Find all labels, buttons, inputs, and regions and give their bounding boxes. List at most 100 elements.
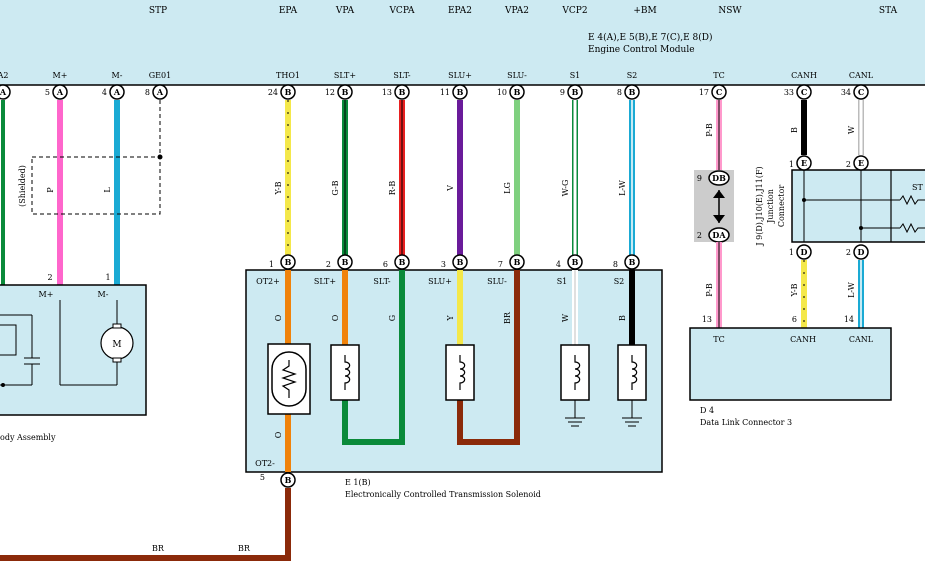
solenoid-connector-pin-7: B <box>509 254 525 270</box>
ecm-connector-tho1: B 24 <box>268 84 296 100</box>
ecm-label-bm: +BM <box>633 6 656 16</box>
svg-text:4: 4 <box>102 88 107 97</box>
wire-label-shielded: (Shielded) <box>18 165 27 207</box>
svg-text:1: 1 <box>269 260 274 269</box>
svg-text:B: B <box>572 257 579 267</box>
wire-label-lg: LG <box>503 182 512 194</box>
svg-text:BR: BR <box>503 311 512 324</box>
svg-text:SLU-: SLU- <box>487 277 507 286</box>
wire-label-b: B <box>790 127 799 133</box>
svg-text:33: 33 <box>784 88 794 97</box>
ecm-connector-s2: B8 <box>617 84 640 100</box>
ecm-term-mplus: M+ <box>53 71 68 80</box>
svg-text:4: 4 <box>556 260 561 269</box>
svg-text:E: E <box>801 158 807 168</box>
jconn-connector-d2: D <box>853 244 869 260</box>
svg-text:10: 10 <box>497 88 507 97</box>
ecm-connector-slu: B10 <box>497 84 525 100</box>
ecm-term-sltplus: SLT+ <box>334 71 356 80</box>
jconn-connector-e2: E <box>853 155 869 171</box>
dlc-term-canl: CANL <box>849 335 874 344</box>
wire-label-v: V <box>446 185 455 192</box>
solenoid-pin-numbers: 1 2 6 3 7 4 8 <box>269 260 618 269</box>
jconn-e2-pin: 2 <box>846 160 851 169</box>
junction-da-connector: DA <box>708 227 730 243</box>
svg-text:34: 34 <box>841 88 851 97</box>
throttle-term-mminus: M- <box>98 290 109 299</box>
shield-junction-dot <box>157 154 163 160</box>
ecm-term-sluplus: SLU+ <box>448 71 472 80</box>
svg-text:24: 24 <box>268 88 278 97</box>
ecm-terminals: A2 M+ M- GE01 THO1 SLT+ SLT- SLU+ SLU- S… <box>0 71 874 80</box>
svg-text:O: O <box>331 314 340 321</box>
svg-text:B: B <box>399 257 406 267</box>
wire-label-rb: R-B <box>388 181 397 196</box>
svg-text:C: C <box>858 87 864 97</box>
ecm-wires <box>1 100 864 285</box>
ecm-term-canh: CANH <box>791 71 817 80</box>
svg-text:2: 2 <box>326 260 331 269</box>
ecm-connector-canl: C 34 <box>841 84 869 100</box>
solenoid-connector-pin-2: B <box>337 254 353 270</box>
ecm-term-tc: TC <box>713 71 724 80</box>
solenoid-coil-s2-icon <box>617 344 647 401</box>
svg-text:D: D <box>801 247 808 257</box>
svg-text:B: B <box>457 257 464 267</box>
svg-text:OT2+: OT2+ <box>256 277 280 286</box>
ecm-term-canl: CANL <box>849 71 874 80</box>
shield-box <box>31 156 161 215</box>
svg-text:B: B <box>618 315 627 321</box>
svg-text:Y: Y <box>446 315 455 322</box>
wire-labels: P L (Shielded) Y-B G-B R-B V LG W-G L-W … <box>18 123 856 207</box>
ecm-term-s1: S1 <box>570 71 581 80</box>
solenoid-connector: E 1(B) <box>345 478 371 487</box>
svg-text:B: B <box>342 87 349 97</box>
ecm-connector-canh: C33 <box>784 84 812 100</box>
ecm-connector-slt: B12 <box>325 84 353 100</box>
svg-text:B: B <box>629 87 636 97</box>
svg-text:B: B <box>285 257 292 267</box>
svg-text:W: W <box>561 313 570 322</box>
solenoid-connector-pin-8: B <box>624 254 640 270</box>
svg-text:B: B <box>285 87 292 97</box>
svg-text:B: B <box>514 257 521 267</box>
ecm-connector-list: E 4(A),E 5(B),E 7(C),E 8(D) <box>588 32 713 43</box>
solenoid-connector-pin-6: B <box>394 254 410 270</box>
ecm-top-labels: STP EPA VPA VCPA EPA2 VPA2 VCP2 +BM NSW … <box>149 6 898 16</box>
ecm-label-epa2: EPA2 <box>448 6 472 16</box>
solenoid-connector-pin-1: B <box>280 254 296 270</box>
dlc-pin-14: 14 <box>844 315 854 324</box>
ecm-term-ge01: GE01 <box>149 71 171 80</box>
throttle-pin-2: 2 <box>47 273 52 282</box>
ecm-label-vpa2: VPA2 <box>504 6 529 16</box>
ecm-connector-m: A4 <box>102 84 125 100</box>
ecm-term-sluminus: SLU- <box>507 71 527 80</box>
motor-icon: M <box>100 323 134 363</box>
throttle-caption: ody Assembly <box>0 433 56 442</box>
motor-label: M <box>112 340 121 350</box>
ecm-label-vpa: VPA <box>335 6 355 16</box>
wire-br-bottom <box>0 488 291 561</box>
wire-label-pb: P-B <box>705 123 714 137</box>
jconn-connector-e1: E <box>796 155 812 171</box>
ecm-label-sta: STA <box>879 6 898 16</box>
ecm-connector-m: A5 <box>45 84 68 100</box>
jconn-internal <box>803 170 925 242</box>
svg-text:A: A <box>0 87 7 97</box>
ecm-connector-ge01: A8 <box>145 84 168 100</box>
ecm-term-s2: S2 <box>627 71 638 80</box>
junction-da-pin: 2 <box>697 231 702 240</box>
solenoid-connector-pin-4: B <box>567 254 583 270</box>
solenoid-connector-pin-3: B <box>452 254 468 270</box>
svg-text:B: B <box>399 87 406 97</box>
svg-text:9: 9 <box>560 88 565 97</box>
ecm-term-sltminus: SLT- <box>393 71 410 80</box>
wire-label-lw: L-W <box>618 179 627 196</box>
dlc-title: Data Link Connector 3 <box>700 418 792 427</box>
svg-text:3: 3 <box>441 260 446 269</box>
jconn-caption: J 9(D),J10(E),J11(F) Junction Connector <box>755 166 786 246</box>
wire-label-l: L <box>103 187 112 193</box>
junction-db-connector: DB <box>708 170 730 186</box>
ground-icon <box>565 417 642 427</box>
